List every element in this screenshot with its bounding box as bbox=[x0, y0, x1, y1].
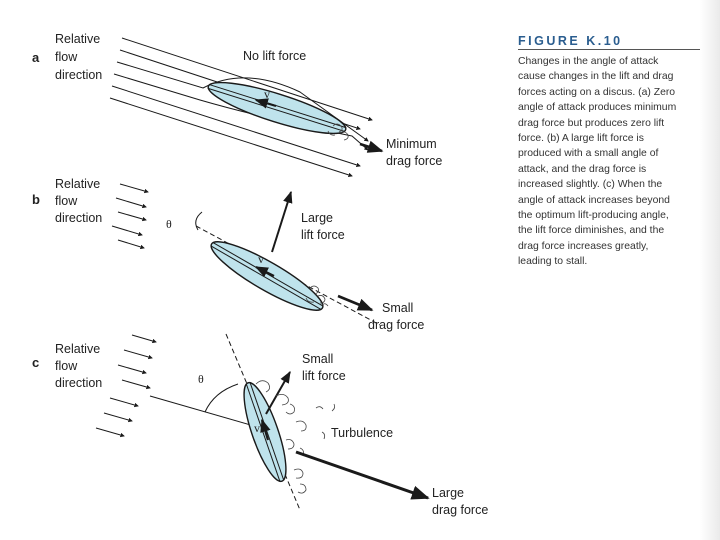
panel-c-lift-arrow bbox=[265, 370, 291, 415]
panel-a-drag-arrow bbox=[359, 140, 384, 153]
panel-c-angle-arc bbox=[204, 383, 239, 413]
panel-b-angle-label: θ bbox=[166, 217, 172, 231]
caption-line: angle of attack increases beyond bbox=[518, 194, 670, 206]
caption-line: the lift force diminishes, and the bbox=[518, 225, 665, 237]
panel-a-wake bbox=[327, 123, 349, 141]
panel-c-drag-arrow bbox=[295, 450, 430, 500]
figure-caption: FIGURE K.10 Changes in the angle of atta… bbox=[518, 34, 700, 270]
panel-b-flow-arrows bbox=[111, 183, 149, 250]
panel-b-drag-arrow bbox=[337, 294, 374, 312]
panel-b: b Relative flow direction θ v bbox=[32, 177, 424, 332]
panel-a-velocity-arrow bbox=[254, 98, 277, 109]
panel-c-velocity-label: v bbox=[254, 421, 260, 435]
panel-c-lift-label: Small lift force bbox=[302, 352, 346, 383]
caption-body: Changes in the angle of attack cause cha… bbox=[518, 54, 700, 270]
panel-c: c Relative flow direction θ v bbox=[32, 333, 488, 517]
caption-line: drag force increases greatly, bbox=[518, 240, 649, 252]
caption-line: forces acting on a discus. (a) Zero bbox=[518, 86, 676, 98]
caption-line: Changes in the angle of attack bbox=[518, 56, 659, 67]
panel-c-letter: c bbox=[32, 355, 39, 370]
caption-line: the optimum lift-producing angle, bbox=[518, 210, 669, 222]
panel-a-drag-label: Minimum drag force bbox=[386, 137, 442, 168]
panel-b-wake bbox=[305, 285, 329, 307]
panel-a-lift-label: No lift force bbox=[243, 49, 306, 63]
panel-b-lift-label: Large lift force bbox=[301, 211, 345, 242]
panel-c-flow-label: Relative flow direction bbox=[55, 342, 104, 390]
panel-c-velocity-arrow bbox=[260, 418, 271, 441]
panel-b-velocity-label: v bbox=[258, 252, 264, 266]
caption-line: produced with a small angle of bbox=[518, 148, 659, 160]
panel-a: a Relative flow direction v No lift forc… bbox=[32, 32, 442, 178]
panel-b-letter: b bbox=[32, 192, 40, 207]
panel-c-angle-label: θ bbox=[198, 372, 204, 386]
panel-c-drag-label: Large drag force bbox=[432, 486, 488, 517]
caption-line: angle of attack produces minimum bbox=[518, 102, 677, 114]
caption-heading: FIGURE K.10 bbox=[518, 34, 700, 50]
caption-line: force. (b) A large lift force is bbox=[518, 133, 644, 145]
panel-b-drag-label: Small drag force bbox=[368, 301, 424, 332]
page-edge-shadow bbox=[700, 0, 720, 540]
panel-a-letter: a bbox=[32, 50, 40, 65]
panel-a-flow-label: Relative flow direction bbox=[55, 32, 104, 82]
caption-line: attack, and the drag force is bbox=[518, 163, 647, 175]
caption-line: drag force but produces zero lift bbox=[518, 117, 665, 129]
panel-b-flow-label: Relative flow direction bbox=[55, 177, 104, 225]
panel-a-discus bbox=[207, 81, 347, 135]
caption-line: cause changes in the lift and drag bbox=[518, 71, 674, 83]
panel-c-flow-arrows bbox=[95, 334, 157, 438]
caption-line: leading to stall. bbox=[518, 256, 588, 268]
panel-b-lift-arrow bbox=[271, 190, 293, 253]
panel-c-turbulence-label: Turbulence bbox=[331, 426, 393, 440]
panel-a-velocity-label: v bbox=[264, 87, 270, 101]
caption-line: increased slightly. (c) When the bbox=[518, 179, 663, 191]
panel-b-angle-arc bbox=[195, 211, 203, 231]
panel-b-discus bbox=[210, 241, 324, 311]
panel-b-velocity-arrow bbox=[254, 266, 275, 278]
